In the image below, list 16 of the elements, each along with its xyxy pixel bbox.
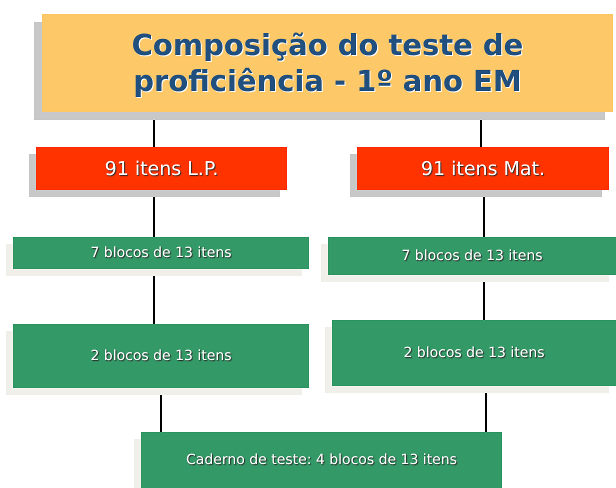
subject-box [36,147,287,190]
node-label: 91 itens Mat. [420,158,546,180]
block-box [13,237,309,269]
node-label: Caderno de teste: 4 blocos de 13 itens [186,452,457,468]
title-box [42,14,613,112]
block-box [332,320,616,386]
block-box [13,324,309,388]
node-label: Composição do teste de proficiência - 1º ano EM [130,26,524,100]
node-label: 2 blocos de 13 itens [90,348,232,364]
node-label: 2 blocos de 13 itens [403,345,545,361]
subject-box [357,147,609,190]
node-label: 91 itens L.P. [104,158,218,180]
node-label: 7 blocos de 13 itens [90,245,232,261]
node-label: 7 blocos de 13 itens [401,248,543,264]
block-box [141,432,502,488]
block-box [328,237,616,275]
